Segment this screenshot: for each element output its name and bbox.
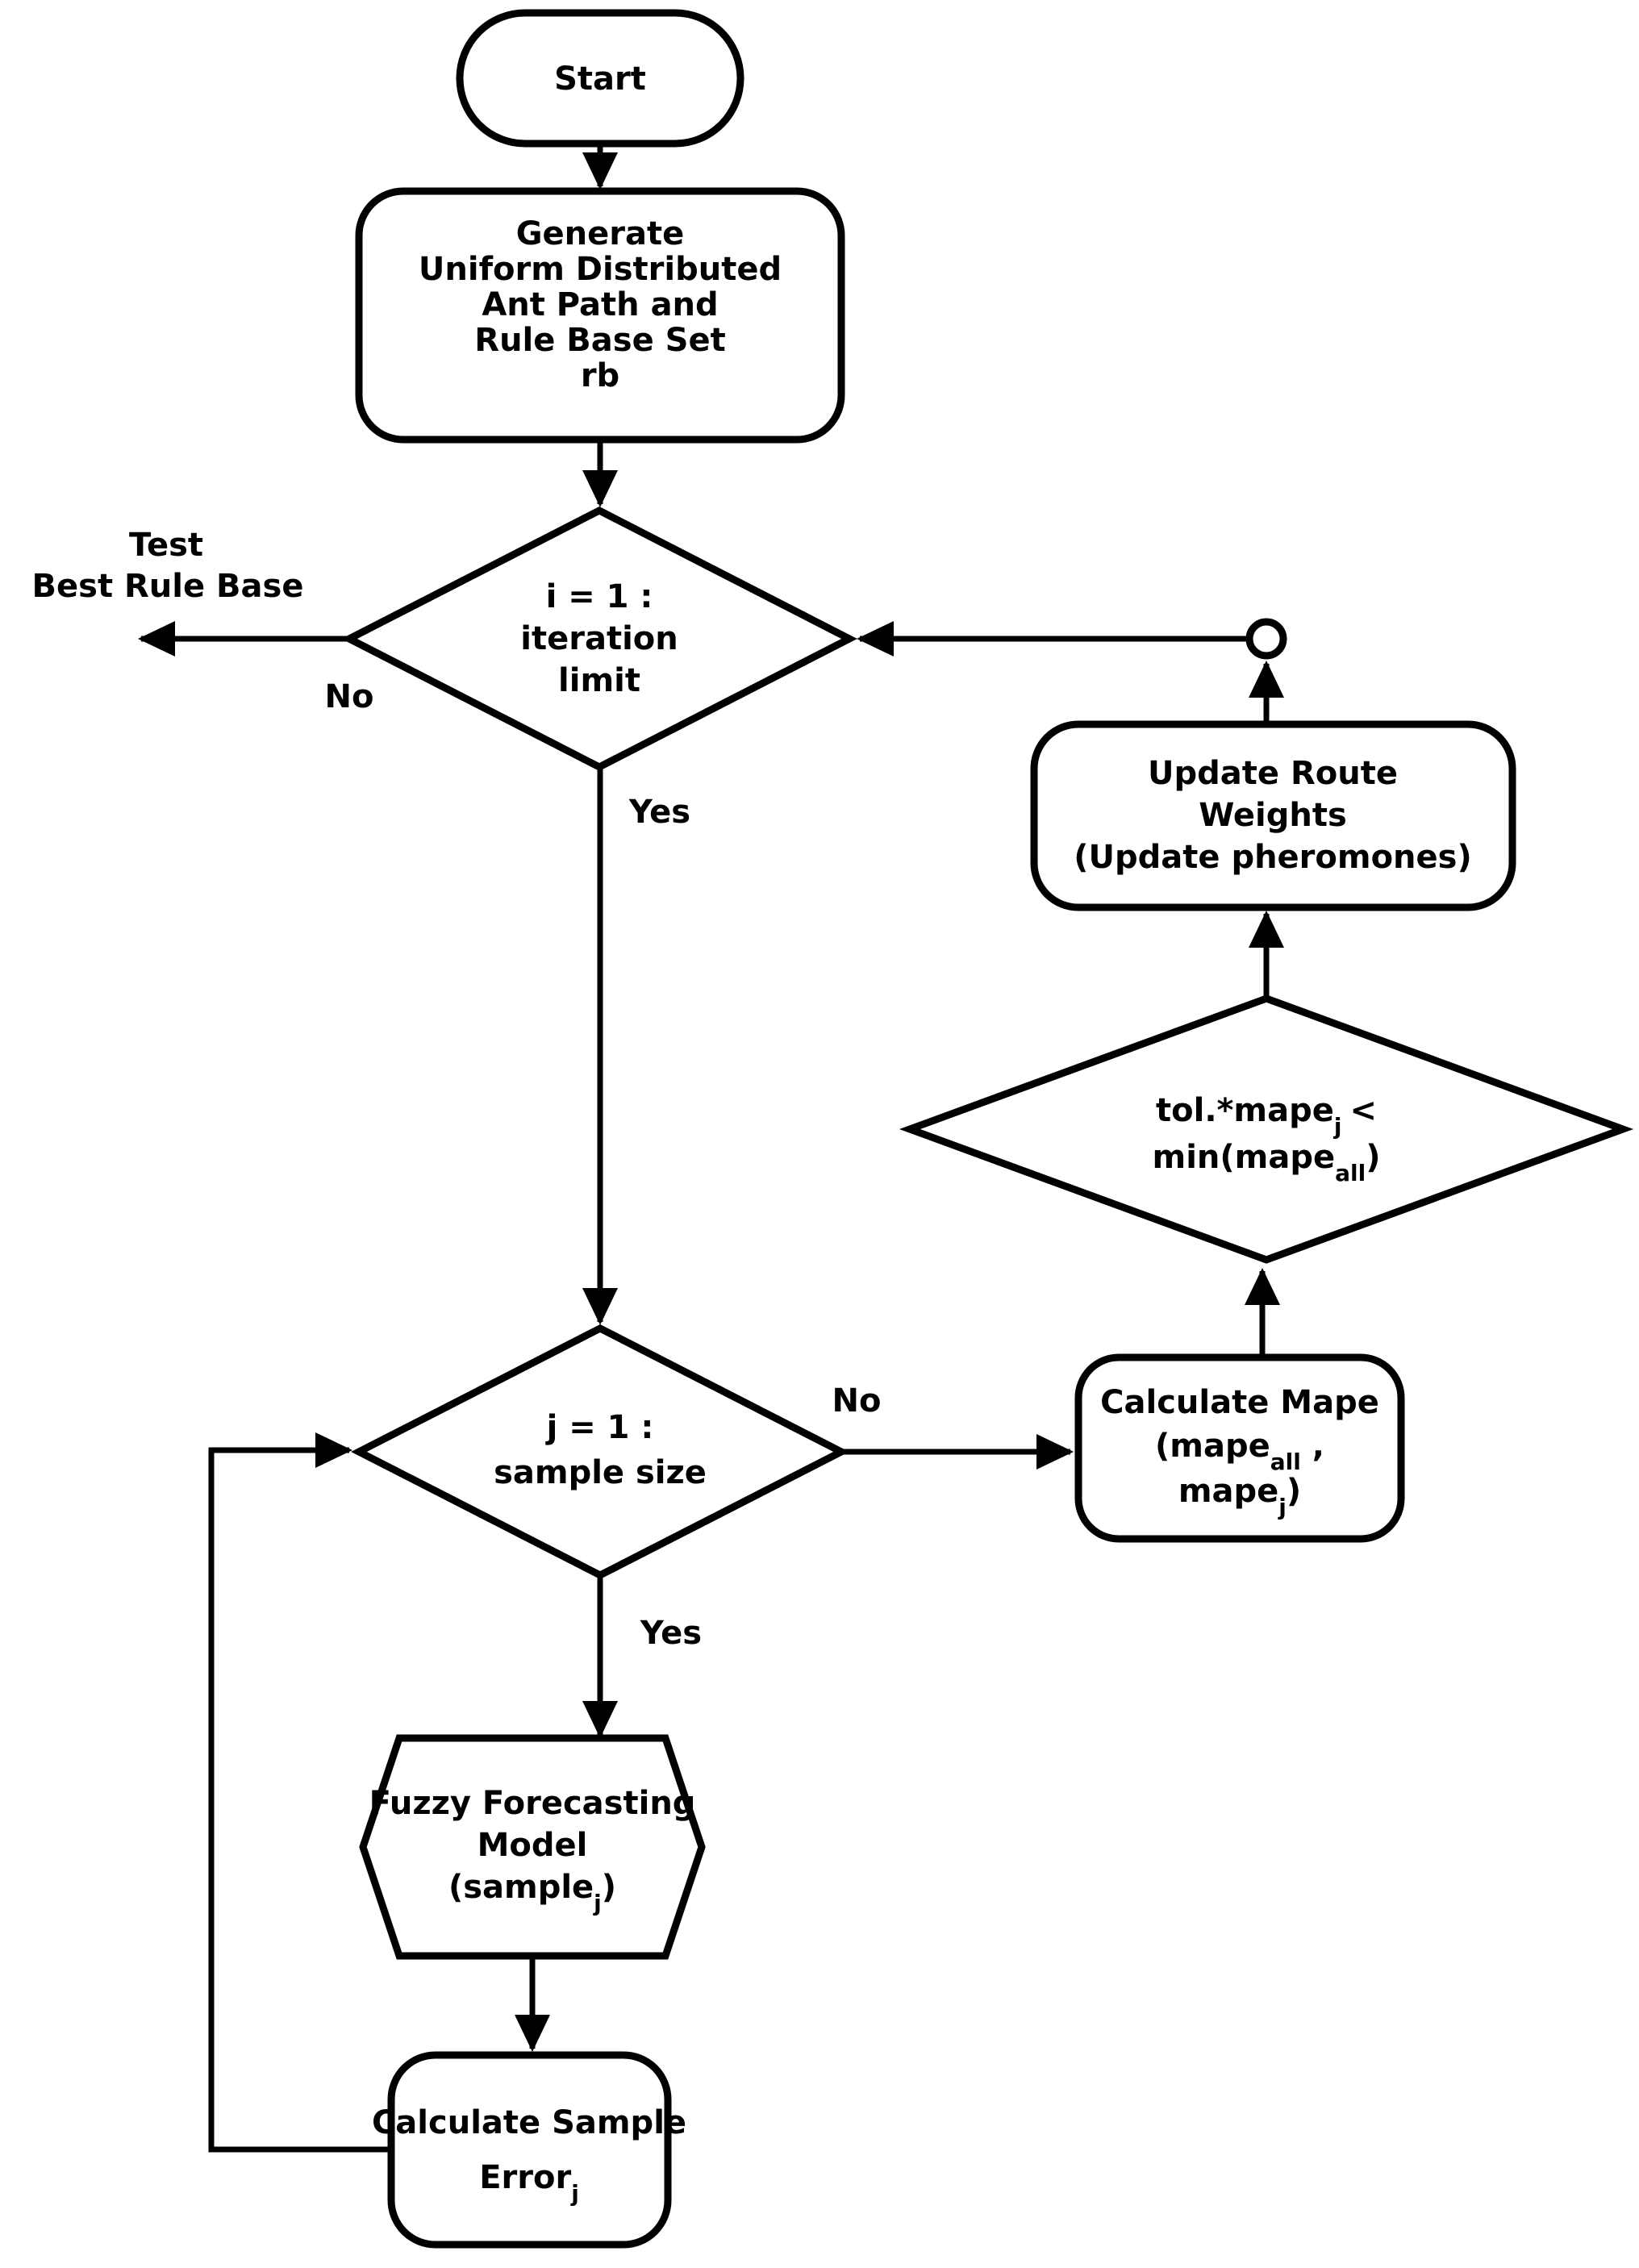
svg-text:Generate: Generate <box>516 215 685 252</box>
svg-text:iteration: iteration <box>520 620 678 657</box>
process-generate-rulebase <box>355 187 845 444</box>
svg-text:limit: limit <box>558 662 640 699</box>
svg-text:(samplej): (samplej) <box>448 1869 616 1916</box>
svg-text:sample size: sample size <box>494 1454 707 1491</box>
svg-text:tol.*mapej<: tol.*mapej< <box>1156 1092 1377 1140</box>
sample-decision-label: j = 1 : sample size <box>494 1409 707 1491</box>
connector-circle <box>1245 618 1287 660</box>
tolerance-decision-label: tol.*mapej< min(mapeall) <box>1153 1092 1381 1186</box>
fuzzy-model-label: Fuzzy Forecasting Model (samplej) <box>369 1785 696 1916</box>
svg-text:Best Rule Base: Best Rule Base <box>32 568 304 605</box>
svg-text:Uniform Distributed: Uniform Distributed <box>419 251 782 288</box>
svg-text:rb: rb <box>581 357 619 394</box>
svg-text:j = 1 :: j = 1 : <box>545 1409 654 1446</box>
edge-label-iteration-yes: Yes <box>628 794 690 831</box>
iteration-decision-label: i = 1 : iteration limit <box>520 578 678 699</box>
svg-text:Rule Base Set: Rule Base Set <box>474 322 725 359</box>
svg-text:(Update pheromones): (Update pheromones) <box>1074 839 1472 876</box>
svg-text:Weights: Weights <box>1199 797 1347 834</box>
svg-text:(mapeall,: (mapeall, <box>1155 1428 1324 1475</box>
start-label: Start <box>554 60 646 98</box>
edge-label-sample-yes: Yes <box>640 1615 702 1652</box>
label-test-best-rule-base: Test Best Rule Base <box>32 527 304 605</box>
calc-mape-label: Calculate Mape (mapeall, mapej) <box>1100 1384 1379 1520</box>
decision-tolerance-mape <box>899 994 1634 1264</box>
process-calculate-mape <box>1074 1353 1405 1543</box>
svg-text:mapej): mapej) <box>1178 1473 1301 1520</box>
svg-text:Errorj: Errorj <box>479 2159 579 2207</box>
svg-text:Fuzzy Forecasting: Fuzzy Forecasting <box>369 1785 696 1822</box>
svg-text:Calculate Mape: Calculate Mape <box>1100 1384 1379 1421</box>
edge-label-sample-no: No <box>832 1382 882 1420</box>
svg-text:Calculate Sample: Calculate Sample <box>372 2104 686 2141</box>
svg-text:Ant Path and: Ant Path and <box>482 286 718 323</box>
preparation-fuzzy-forecasting-model <box>359 1734 706 1960</box>
edge-label-iteration-no: No <box>325 678 374 715</box>
process-calculate-sample-error <box>387 2051 672 2249</box>
svg-text:i = 1 :: i = 1 : <box>546 578 653 615</box>
svg-text:Test: Test <box>129 527 203 564</box>
decision-sample-size <box>351 1324 849 1580</box>
decision-iteration-limit <box>341 506 857 772</box>
start-terminator <box>456 9 744 148</box>
svg-text:min(mapeall): min(mapeall) <box>1153 1139 1381 1186</box>
calc-sample-error-label: Calculate Sample Errorj <box>372 2104 686 2207</box>
process-update-route-weights <box>1030 720 1516 911</box>
update-weights-label: Update Route Weights (Update pheromones) <box>1074 755 1472 876</box>
svg-text:Update Route: Update Route <box>1148 755 1398 792</box>
svg-text:Model: Model <box>478 1827 588 1864</box>
generate-label: Generate Uniform Distributed Ant Path an… <box>419 215 782 394</box>
edge-calcerror-loop-to-sample <box>208 1432 391 2153</box>
